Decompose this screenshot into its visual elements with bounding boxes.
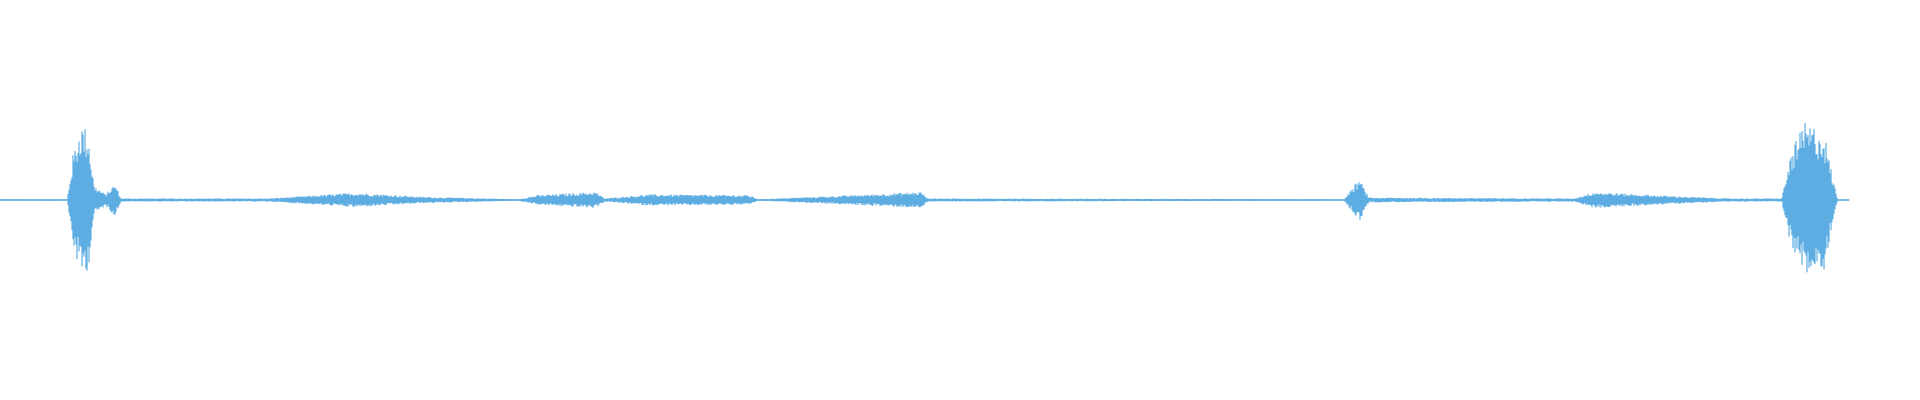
waveform-trace: [0, 123, 1850, 273]
